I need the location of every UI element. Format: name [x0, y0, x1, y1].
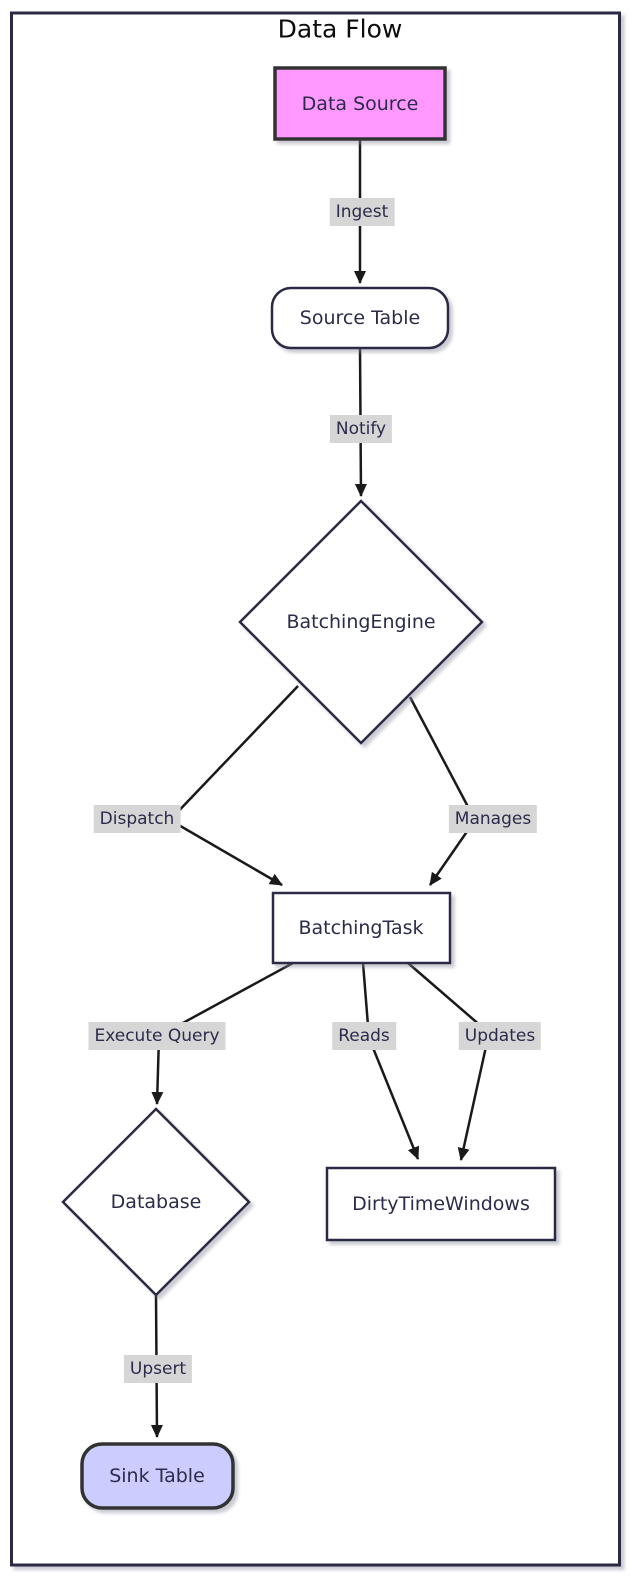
edge-label-updates: Updates [458, 1022, 542, 1050]
node-source-table [270, 286, 450, 350]
node-dirty-time-windows [325, 1166, 557, 1242]
edge-label-dispatch: Dispatch [93, 805, 181, 833]
edge-label-manages: Manages [448, 805, 538, 833]
node-source-table-label: Source Table [299, 307, 421, 329]
node-sink-table [80, 1442, 235, 1510]
node-batching-engine [238, 499, 484, 745]
node-batching-engine-label: BatchingEngine [286, 611, 436, 633]
edge-label-notify: Notify [329, 415, 393, 443]
node-data-source [273, 66, 447, 141]
edge-label-ingest: Ingest [329, 198, 395, 226]
node-batching-task-label: BatchingTask [298, 917, 424, 939]
edge-label-execute-query: Execute Query [88, 1022, 226, 1050]
node-data-source-label: Data Source [301, 93, 419, 115]
diagram-title: Data Flow [277, 14, 403, 44]
node-database-label: Database [110, 1191, 202, 1213]
node-database [61, 1107, 251, 1297]
node-batching-task [271, 891, 452, 965]
edge-label-reads: Reads [332, 1022, 396, 1050]
edge-label-upsert: Upsert [123, 1355, 193, 1383]
node-sink-table-label: Sink Table [109, 1465, 205, 1487]
cluster-border [10, 11, 621, 1567]
node-dirty-time-windows-label: DirtyTimeWindows [352, 1193, 530, 1215]
